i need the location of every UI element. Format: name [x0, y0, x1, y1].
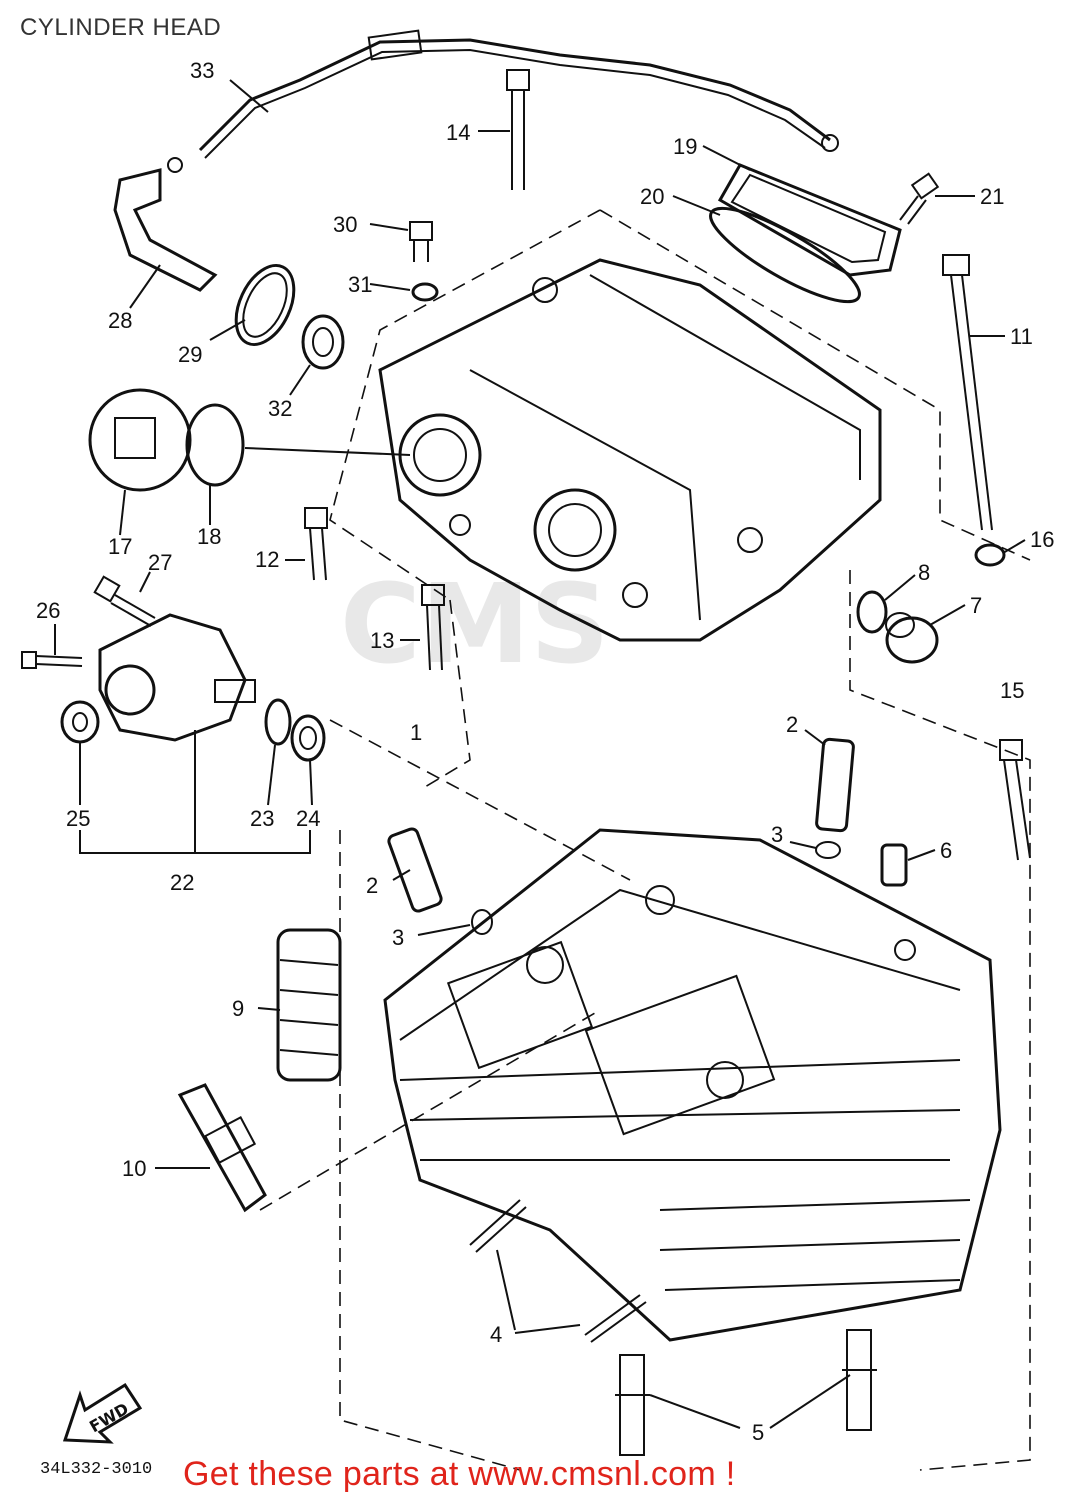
dowel-6 — [880, 843, 908, 887]
pump-assembly-22 — [98, 613, 256, 742]
gasket-20 — [709, 206, 861, 304]
callout-31: 31 — [348, 272, 372, 297]
washer-16 — [974, 543, 1006, 567]
bolt-14 — [506, 69, 530, 190]
leader-lines — [54, 79, 1026, 1429]
part-9 — [276, 928, 342, 1082]
stud-5a — [615, 1354, 650, 1456]
spring-29 — [234, 263, 296, 347]
watermark: CMS — [340, 560, 610, 688]
clip-3b — [471, 909, 493, 935]
callout-1: 1 — [410, 720, 422, 745]
callout-12: 12 — [255, 547, 279, 572]
callout-4: 4 — [490, 1322, 502, 1347]
lower-cylinder-head — [383, 828, 1002, 1342]
callout-7: 7 — [970, 593, 982, 618]
bolt-13 — [421, 584, 445, 671]
callout-26: 26 — [36, 598, 60, 623]
callout-32: 32 — [268, 396, 292, 421]
valve-guide-2b — [387, 827, 443, 913]
cover-19 — [717, 163, 902, 277]
bolt-26 — [21, 651, 83, 669]
callout-21: 21 — [980, 184, 1004, 209]
callout-3b: 3 — [392, 925, 404, 950]
callout-14: 14 — [446, 120, 470, 145]
bolt-15 — [999, 739, 1031, 861]
callout-28: 28 — [108, 308, 132, 333]
bolt-21 — [899, 172, 940, 225]
page-title: CYLINDER HEAD — [20, 14, 222, 41]
spark-plug-10 — [177, 1083, 267, 1213]
callout-10: 10 — [122, 1156, 146, 1181]
callout-2b: 2 — [366, 873, 378, 898]
callout-6: 6 — [940, 838, 952, 863]
throttle-cable — [167, 29, 839, 173]
o-ring-18 — [185, 403, 245, 487]
callout-18: 18 — [197, 524, 221, 549]
callout-33: 33 — [190, 58, 214, 83]
stud-4a — [469, 1199, 527, 1253]
o-ring-23 — [264, 698, 292, 746]
callout-20: 20 — [640, 184, 664, 209]
seal-32 — [301, 314, 345, 370]
callout-16: 16 — [1030, 527, 1054, 552]
callout-25: 25 — [66, 806, 90, 831]
washer-25 — [60, 700, 100, 744]
plug-7 — [885, 612, 939, 664]
bolt-12 — [304, 507, 328, 581]
callout-17: 17 — [108, 534, 132, 559]
callout-19: 19 — [673, 134, 697, 159]
stud-5b — [842, 1329, 877, 1431]
callout-24: 24 — [296, 806, 320, 831]
upper-cylinder-head-cover — [378, 258, 882, 642]
callout-9: 9 — [232, 996, 244, 1021]
stud-4b — [584, 1294, 647, 1343]
callout-23: 23 — [250, 806, 274, 831]
callout-5: 5 — [752, 1420, 764, 1445]
cap-17 — [88, 388, 192, 492]
bolt-30 — [409, 221, 433, 262]
bolt-27 — [93, 575, 156, 627]
valve-guide-2a — [815, 737, 855, 833]
callout-15: 15 — [1000, 678, 1024, 703]
seal-24 — [290, 714, 326, 762]
long-bolt-11 — [942, 254, 993, 531]
forward-arrow-icon: FWD — [62, 1382, 143, 1444]
callout-29: 29 — [178, 342, 202, 367]
clip-3a — [815, 841, 841, 859]
callout-2a: 2 — [786, 712, 798, 737]
callout-22: 22 — [170, 870, 194, 895]
o-ring-8 — [856, 590, 888, 634]
callout-labels: 33 14 19 20 21 30 31 11 28 29 32 17 18 1… — [36, 58, 1054, 1445]
callout-30: 30 — [333, 212, 357, 237]
washer-31 — [411, 282, 439, 302]
callout-11: 11 — [1010, 324, 1033, 349]
callout-27: 27 — [148, 550, 172, 575]
callout-13: 13 — [370, 628, 394, 653]
lever-28 — [113, 168, 218, 292]
part-code: 34L332-3010 — [40, 1460, 152, 1479]
promo-link[interactable]: Get these parts at www.cmsnl.com ! — [183, 1455, 736, 1493]
assembly-guide-lines — [259, 209, 1031, 1471]
callout-8: 8 — [918, 560, 930, 585]
callout-3a: 3 — [771, 822, 783, 847]
